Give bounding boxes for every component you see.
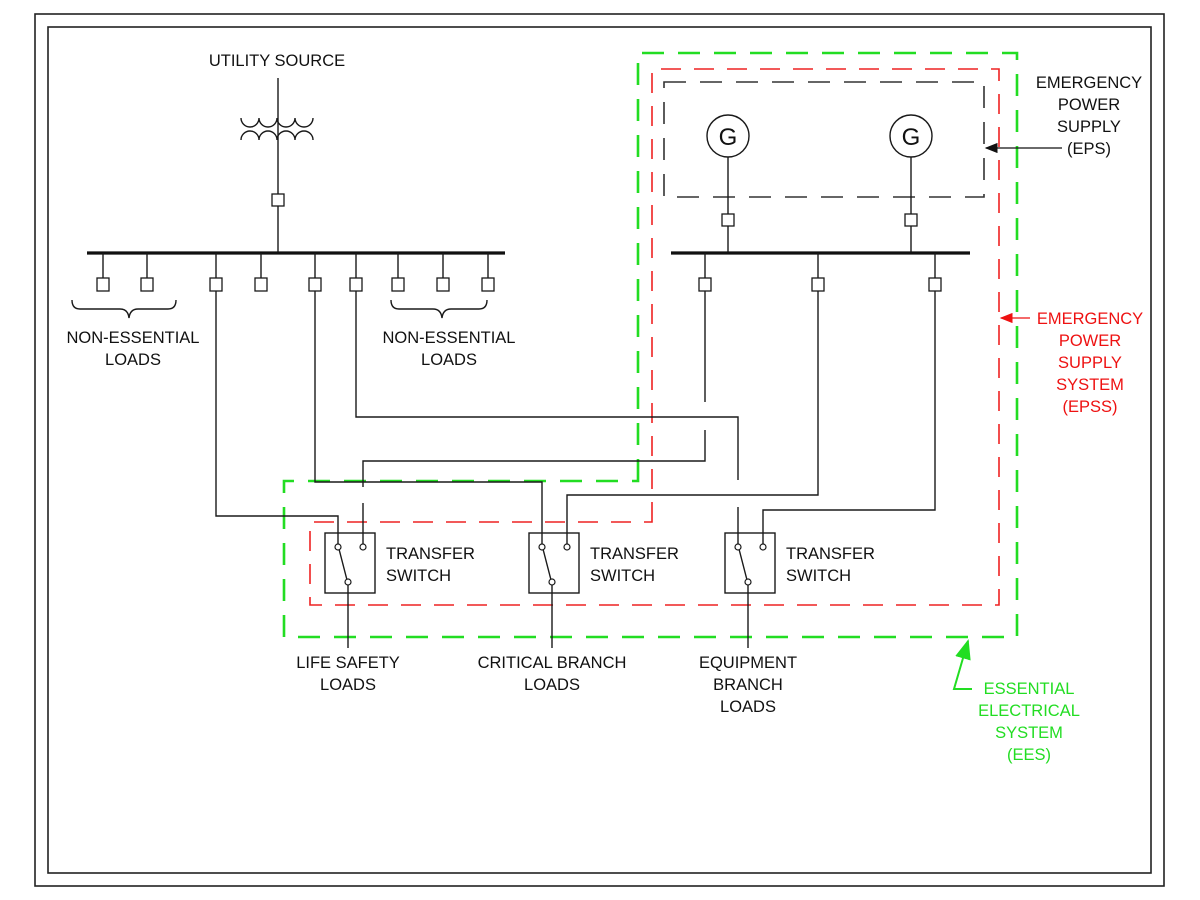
transfer-switch-label-line2: SWITCH (786, 567, 851, 585)
epss-label-line: EMERGENCY (1037, 310, 1143, 328)
epss-label-line: (EPSS) (1062, 398, 1117, 416)
eps-label-line: POWER (1058, 96, 1120, 114)
breaker-icon (349, 277, 363, 292)
ees-label-line: (EES) (1007, 746, 1051, 764)
eps-label-line: EMERGENCY (1036, 74, 1142, 92)
ees-label-line: SYSTEM (995, 724, 1063, 742)
eps-boundary (663, 81, 985, 198)
load-label-line: LOADS (320, 676, 376, 694)
utility-source: UTILITY SOURCE (209, 52, 345, 253)
transformer-icon (240, 117, 314, 141)
transfer-switch-2: TRANSFER SWITCH CRITICAL BRANCH LOADS (478, 532, 679, 694)
ees-label-line: ELECTRICAL (978, 702, 1080, 720)
breaker-icon (928, 277, 942, 292)
transfer-switch-label-line2: SWITCH (590, 567, 655, 585)
transfer-switch-box (324, 532, 376, 594)
load-label-line: LOADS (720, 698, 776, 716)
emergency-bus-breakers (698, 253, 942, 292)
ees-label-line: ESSENTIAL (984, 680, 1075, 698)
breaker-icon (481, 277, 495, 292)
breaker-icon (254, 277, 268, 292)
load-label-line: BRANCH (713, 676, 783, 694)
breaker (349, 253, 363, 292)
breaker (391, 253, 405, 292)
transfer-switch-3: TRANSFER SWITCH EQUIPMENT BRANCH LOADS (699, 532, 875, 716)
breaker (96, 253, 110, 292)
breaker (698, 253, 712, 292)
breaker-icon (308, 277, 322, 292)
breaker-icon (96, 277, 110, 292)
epss-label-line: SUPPLY (1058, 354, 1122, 372)
eps-label-line: (EPS) (1067, 140, 1111, 158)
eps-label: EMERGENCY POWER SUPPLY (EPS) (1036, 74, 1142, 158)
feeder-wiring (215, 291, 936, 545)
load-label-line: LOADS (524, 676, 580, 694)
transfer-switch-label-line1: TRANSFER (786, 545, 875, 563)
utility-source-label: UTILITY SOURCE (209, 52, 345, 70)
normal-bus-breakers (96, 253, 495, 292)
non-essential-right-line2: LOADS (421, 351, 477, 369)
main-breaker (271, 193, 285, 207)
load-label-line: EQUIPMENT (699, 654, 797, 672)
breaker-icon (811, 277, 825, 292)
breaker (254, 253, 268, 292)
epss-label-line: POWER (1059, 332, 1121, 350)
breaker (928, 253, 942, 292)
transfer-switch-label-line2: SWITCH (386, 567, 451, 585)
generator-2-symbol: G (902, 124, 921, 151)
breaker (140, 253, 154, 292)
switch-blade-icon (738, 548, 748, 581)
epss-label: EMERGENCY POWER SUPPLY SYSTEM (EPSS) (1037, 310, 1143, 416)
non-essential-left-line2: LOADS (105, 351, 161, 369)
load-label-line: LIFE SAFETY (296, 654, 400, 672)
breaker-icon (391, 277, 405, 292)
transfer-switch-label-line1: TRANSFER (590, 545, 679, 563)
inner-frame (47, 26, 1152, 874)
generator-1-symbol: G (719, 124, 738, 151)
generator-2: G (889, 114, 933, 253)
switch-blade-icon (338, 548, 348, 581)
breaker-icon (209, 277, 223, 292)
breaker (811, 253, 825, 292)
transfer-switch-box (724, 532, 776, 594)
non-essential-right-line1: NON-ESSENTIAL (383, 329, 516, 347)
breaker (308, 253, 322, 292)
breaker-icon (698, 277, 712, 292)
outer-frame (34, 13, 1165, 887)
eps-label-line: SUPPLY (1057, 118, 1121, 136)
generator-1: G (706, 114, 750, 253)
generator-2-breaker (904, 213, 918, 227)
brace-right (390, 299, 488, 319)
breaker (481, 253, 495, 292)
transfer-switch-1: TRANSFER SWITCH LIFE SAFETY LOADS (296, 532, 475, 694)
epss-label-line: SYSTEM (1056, 376, 1124, 394)
load-label-line: CRITICAL BRANCH (478, 654, 627, 672)
ees-arrow-icon (952, 639, 972, 690)
epss-boundary (309, 68, 1000, 606)
ees-label: ESSENTIAL ELECTRICAL SYSTEM (EES) (978, 680, 1080, 764)
transfer-switch-box (528, 532, 580, 594)
generator-1-breaker (721, 213, 735, 227)
breaker-icon (140, 277, 154, 292)
transfer-switch-label-line1: TRANSFER (386, 545, 475, 563)
brace-left (71, 299, 177, 319)
breaker (209, 253, 223, 292)
breaker (436, 253, 450, 292)
switch-blade-icon (542, 548, 552, 581)
breaker-icon (436, 277, 450, 292)
non-essential-left-line1: NON-ESSENTIAL (67, 329, 200, 347)
ees-boundary (282, 51, 1019, 639)
